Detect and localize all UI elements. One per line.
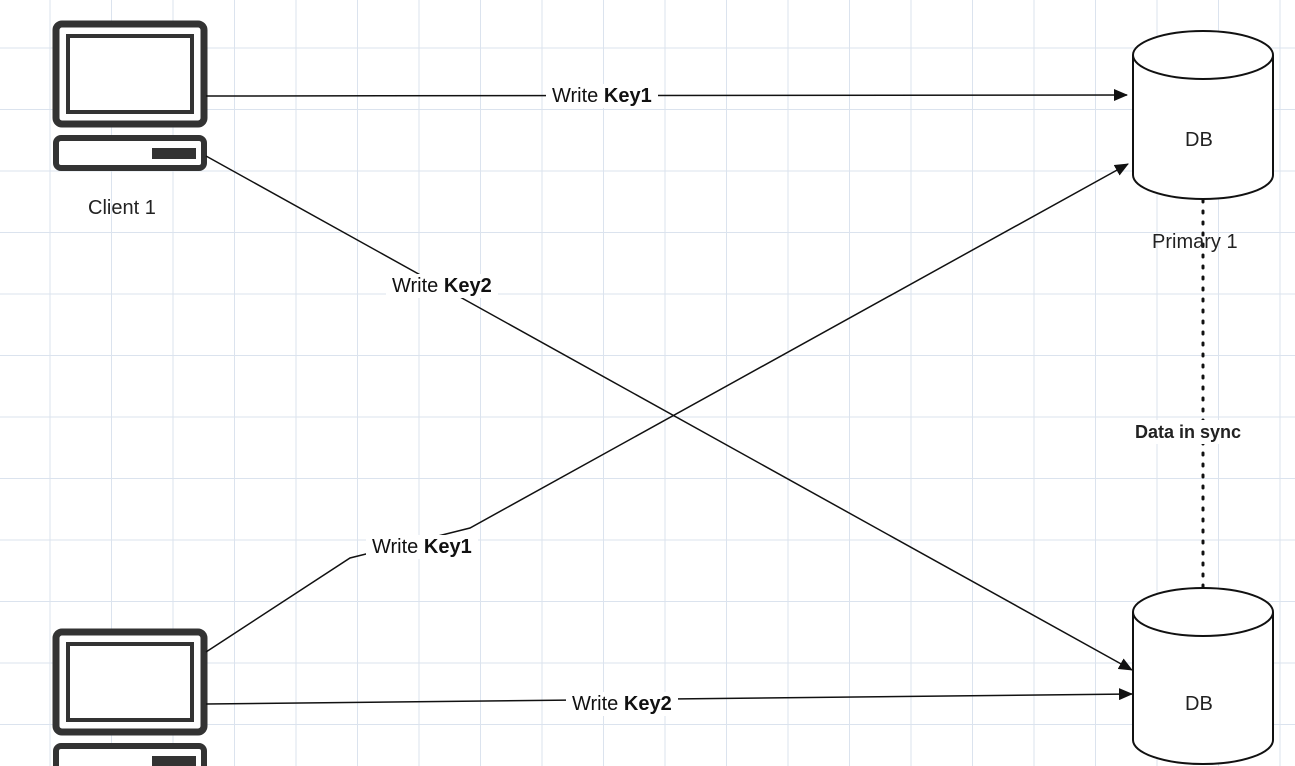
edge-label-prefix: Write xyxy=(552,85,599,107)
client-1-computer-icon xyxy=(52,20,208,171)
db-primary-1-text: DB xyxy=(1185,129,1213,151)
edge-label-key: Key2 xyxy=(623,693,672,715)
edge-client1-db2 xyxy=(205,155,1133,671)
edge-label-key: Key2 xyxy=(443,275,492,297)
client-2-computer-icon xyxy=(52,628,208,766)
edge-client1-db1 xyxy=(205,89,1128,102)
db-2-text: DB xyxy=(1185,693,1213,715)
edge-label-key: Key1 xyxy=(423,536,472,558)
db-2-cylinder-icon xyxy=(1132,587,1274,765)
edge-label-prefix: Write xyxy=(372,536,419,558)
edge-label-client1-db2: Write Key2 xyxy=(386,274,498,298)
edge-label-key: Key1 xyxy=(603,85,652,107)
client-1-label: Client 1 xyxy=(88,197,156,219)
edge-label-client2-db1: Write Key1 xyxy=(366,535,478,559)
edge-label-prefix: Write xyxy=(392,275,439,297)
edge-label-client1-db1: Write Key1 xyxy=(546,84,658,108)
sync-label: Data in sync xyxy=(1133,420,1244,444)
db-primary-1-label: Primary 1 xyxy=(1152,231,1238,253)
edge-client2-db1 xyxy=(205,163,1129,653)
edge-label-client2-db2: Write Key2 xyxy=(566,692,678,716)
db-primary-1-cylinder-icon xyxy=(1132,30,1274,200)
edge-label-prefix: Write xyxy=(572,693,619,715)
